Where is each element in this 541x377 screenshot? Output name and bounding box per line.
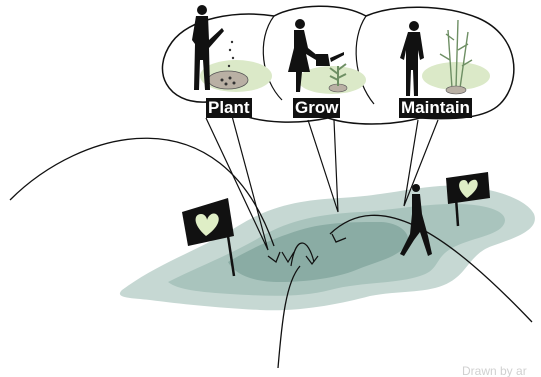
pointer-grow xyxy=(308,120,338,212)
maintain-label: Maintain xyxy=(399,98,472,118)
plant-label: Plant xyxy=(206,98,252,118)
drawing-credit: Drawn by ar xyxy=(462,364,527,377)
soil-mound-plant xyxy=(208,71,248,89)
grow-label: Grow xyxy=(293,98,340,118)
